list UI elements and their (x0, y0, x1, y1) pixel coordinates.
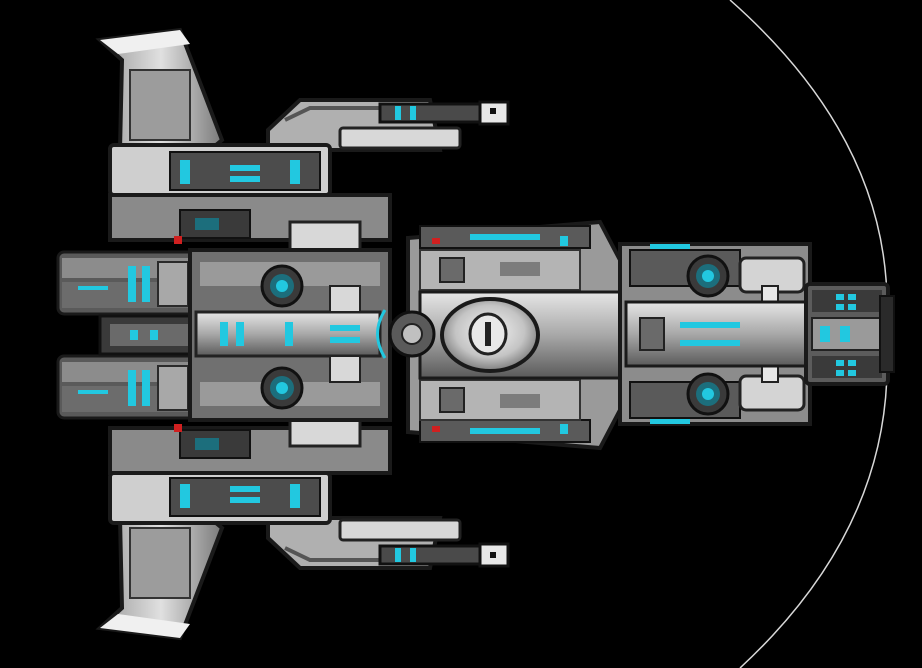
turret-forward-lower (686, 372, 730, 416)
turret-aft-upper (260, 264, 304, 308)
turret-aft-lower (260, 366, 304, 410)
warning-light (174, 236, 182, 244)
rear-engines (56, 250, 212, 420)
upper-cannon (266, 98, 510, 152)
upper-pod (108, 143, 392, 254)
turret-forward-upper (686, 254, 730, 298)
nose-cap (804, 282, 895, 386)
lower-wing (95, 516, 225, 641)
lower-cannon (266, 516, 510, 570)
forward-section (618, 242, 812, 426)
aft-body (188, 248, 392, 422)
lower-pod (108, 414, 392, 525)
cockpit-dome (376, 297, 540, 373)
upper-wing (95, 27, 225, 152)
player-ship (56, 27, 895, 641)
